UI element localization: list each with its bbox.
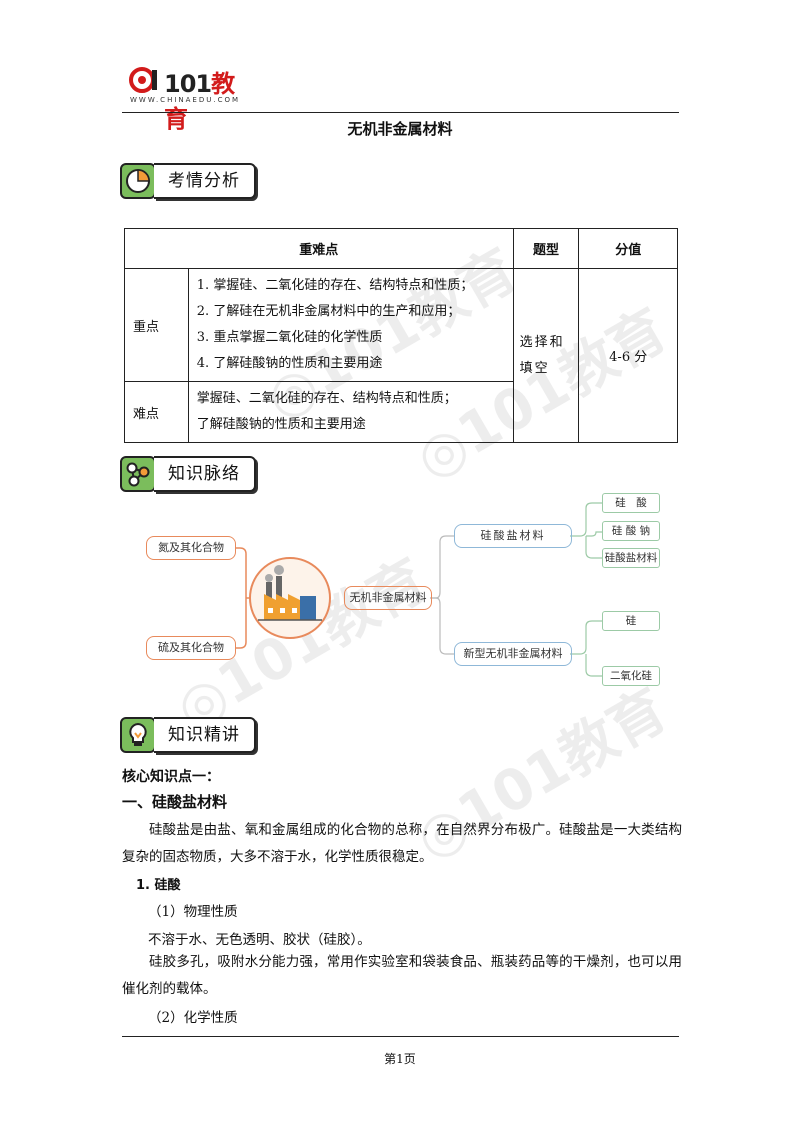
map-leaf: 硅酸盐材料 bbox=[602, 548, 660, 568]
section-banner-detail: 知识精讲 bbox=[120, 717, 256, 753]
list-item: 掌握硅、二氧化硅的存在、结构特点和性质； bbox=[196, 391, 457, 406]
factory-icon bbox=[249, 557, 331, 639]
score-cell: 4-6 分 bbox=[578, 268, 678, 443]
section-banner-analysis: 考情分析 bbox=[120, 163, 256, 199]
list-item: 1. 掌握硅、二氧化硅的存在、结构特点和性质； bbox=[196, 278, 474, 293]
map-leaf: 硅 bbox=[602, 611, 660, 631]
question-type-cell: 选择和填空 bbox=[512, 268, 580, 443]
analysis-table: 重难点 题型 分值 重点 1. 掌握硅、二氧化硅的存在、结构特点和性质； 2. … bbox=[124, 228, 678, 443]
logo: 101教育 WWW.CHINAEDU.COM bbox=[128, 64, 248, 133]
mind-map-connectors bbox=[236, 502, 602, 677]
page-number: 第1页 bbox=[384, 1052, 416, 1066]
core-heading: 核心知识点一： bbox=[122, 769, 220, 785]
item-heading: （2）化学性质 bbox=[148, 1010, 238, 1026]
table-row: 重点 1. 掌握硅、二氧化硅的存在、结构特点和性质； 2. 了解硅在无机非金属材… bbox=[124, 268, 678, 443]
network-icon bbox=[120, 456, 156, 492]
table-row: 难点 掌握硅、二氧化硅的存在、结构特点和性质； 了解硅酸钠的性质和主要用途 bbox=[124, 381, 678, 443]
list-item: 4. 了解硅酸钠的性质和主要用途 bbox=[196, 356, 383, 371]
map-node-nitrogen: 氮及其化合物 bbox=[146, 536, 236, 560]
map-node-new-materials: 新型无机非金属材料 bbox=[454, 642, 572, 666]
table-header: 题型 bbox=[512, 228, 580, 269]
subheading: 1. 硅酸 bbox=[136, 878, 181, 893]
section-title: 考情分析 bbox=[154, 163, 256, 199]
footer-rule bbox=[122, 1036, 679, 1037]
section-banner-map: 知识脉络 bbox=[120, 456, 256, 492]
lightbulb-icon bbox=[120, 717, 156, 753]
list-item: 了解硅酸钠的性质和主要用途 bbox=[196, 417, 366, 432]
mind-map: 氮及其化合物 硫及其化合物 无机非金属材料 硅酸盐材料 新型无机非金属材料 硅 … bbox=[140, 490, 680, 690]
table-header: 重难点 bbox=[124, 228, 514, 269]
pie-chart-icon bbox=[120, 163, 156, 199]
body-paragraph: 硅胶多孔，吸附水分能力强，常用作实验室和袋装食品、瓶装药品等的干燥剂，也可以用催… bbox=[122, 954, 682, 997]
list-item: 2. 了解硅在无机非金属材料中的生产和应用； bbox=[196, 304, 461, 319]
section-heading: 一、硅酸盐材料 bbox=[122, 793, 228, 811]
document-title: 无机非金属材料 bbox=[347, 120, 453, 138]
section-title: 知识精讲 bbox=[154, 717, 256, 753]
row-label: 难点 bbox=[124, 381, 189, 443]
section-title: 知识脉络 bbox=[154, 456, 256, 492]
table-header-row: 重难点 题型 分值 bbox=[124, 228, 678, 269]
intro-paragraph: 硅酸盐是由盐、氧和金属组成的化合物的总称，在自然界分布极广。硅酸盐是一大类结构复… bbox=[122, 822, 682, 865]
logo-brand-text: 教育 bbox=[164, 70, 235, 133]
header-rule bbox=[122, 112, 679, 113]
map-node-silicate: 硅酸盐材料 bbox=[454, 524, 572, 548]
map-leaf: 硅 酸 bbox=[602, 493, 660, 513]
logo-brand: 101教育 bbox=[164, 64, 248, 134]
logo-brand-number: 101 bbox=[164, 70, 212, 98]
logo-mark-icon bbox=[129, 67, 157, 93]
list-item: 3. 重点掌握二氧化硅的化学性质 bbox=[196, 330, 383, 345]
difficult-points-cell: 掌握硅、二氧化硅的存在、结构特点和性质； 了解硅酸钠的性质和主要用途 bbox=[187, 381, 514, 443]
key-points-cell: 1. 掌握硅、二氧化硅的存在、结构特点和性质； 2. 了解硅在无机非金属材料中的… bbox=[187, 268, 514, 382]
body-line: 不溶于水、无色透明、胶状（硅胶）。 bbox=[148, 932, 371, 948]
map-node-center: 无机非金属材料 bbox=[344, 586, 432, 610]
table-header: 分值 bbox=[578, 228, 678, 269]
map-leaf: 二氧化硅 bbox=[602, 666, 660, 686]
map-leaf: 硅 酸 钠 bbox=[602, 521, 660, 541]
row-label: 重点 bbox=[124, 268, 189, 382]
item-heading: （1）物理性质 bbox=[148, 904, 238, 920]
logo-url: WWW.CHINAEDU.COM bbox=[130, 96, 241, 104]
map-node-sulfur: 硫及其化合物 bbox=[146, 636, 236, 660]
